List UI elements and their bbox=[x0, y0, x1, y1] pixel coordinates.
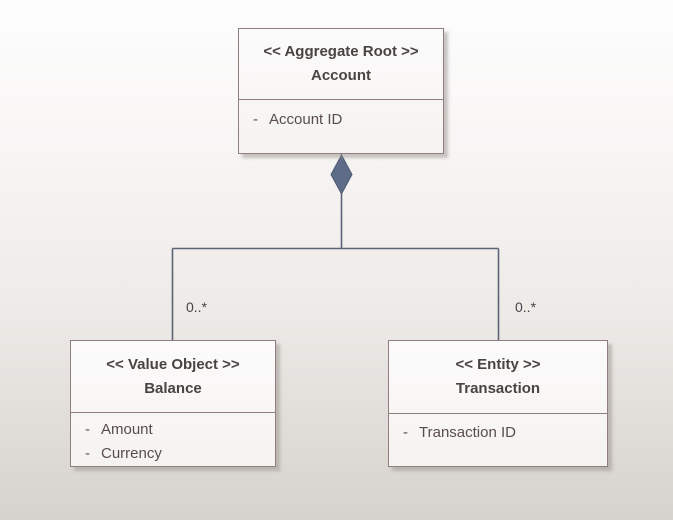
class-box-account[interactable]: << Aggregate Root >> Account - Account I… bbox=[238, 28, 444, 154]
attribute-visibility: - bbox=[85, 421, 90, 438]
attribute-row: - Amount bbox=[71, 418, 275, 442]
class-name-transaction: Transaction bbox=[455, 380, 541, 397]
class-header-account: << Aggregate Root >> Account bbox=[239, 29, 443, 100]
class-box-balance[interactable]: << Value Object >> Balance - Amount - Cu… bbox=[70, 340, 276, 467]
attribute-name: Currency bbox=[101, 445, 162, 462]
attributes-compartment-account: - Account ID bbox=[239, 100, 443, 132]
composition-diamond-icon[interactable] bbox=[330, 153, 353, 196]
class-box-transaction[interactable]: << Entity >> Transaction - Transaction I… bbox=[388, 340, 608, 467]
attribute-name: Amount bbox=[101, 421, 153, 438]
class-name-balance: Balance bbox=[144, 380, 202, 397]
attribute-row: - Currency bbox=[71, 442, 275, 466]
attribute-row: - Account ID bbox=[239, 108, 443, 132]
attribute-visibility: - bbox=[85, 445, 90, 462]
multiplicity-label-transaction: 0..* bbox=[515, 299, 537, 315]
attributes-compartment-transaction: - Transaction ID bbox=[389, 414, 607, 445]
attribute-name: Transaction ID bbox=[419, 424, 516, 441]
multiplicity-label-balance: 0..* bbox=[186, 299, 208, 315]
stereotype-label-account: << Aggregate Root >> bbox=[263, 43, 419, 60]
class-header-balance: << Value Object >> Balance bbox=[71, 341, 275, 413]
attribute-visibility: - bbox=[253, 111, 258, 128]
stereotype-label-transaction: << Entity >> bbox=[455, 356, 541, 373]
attribute-row: - Transaction ID bbox=[389, 421, 607, 445]
class-name-account: Account bbox=[311, 67, 371, 84]
class-header-transaction: << Entity >> Transaction bbox=[389, 341, 607, 414]
stereotype-label-balance: << Value Object >> bbox=[106, 356, 240, 373]
attributes-compartment-balance: - Amount - Currency bbox=[71, 413, 275, 466]
attribute-visibility: - bbox=[403, 424, 408, 441]
attribute-name: Account ID bbox=[269, 111, 343, 128]
